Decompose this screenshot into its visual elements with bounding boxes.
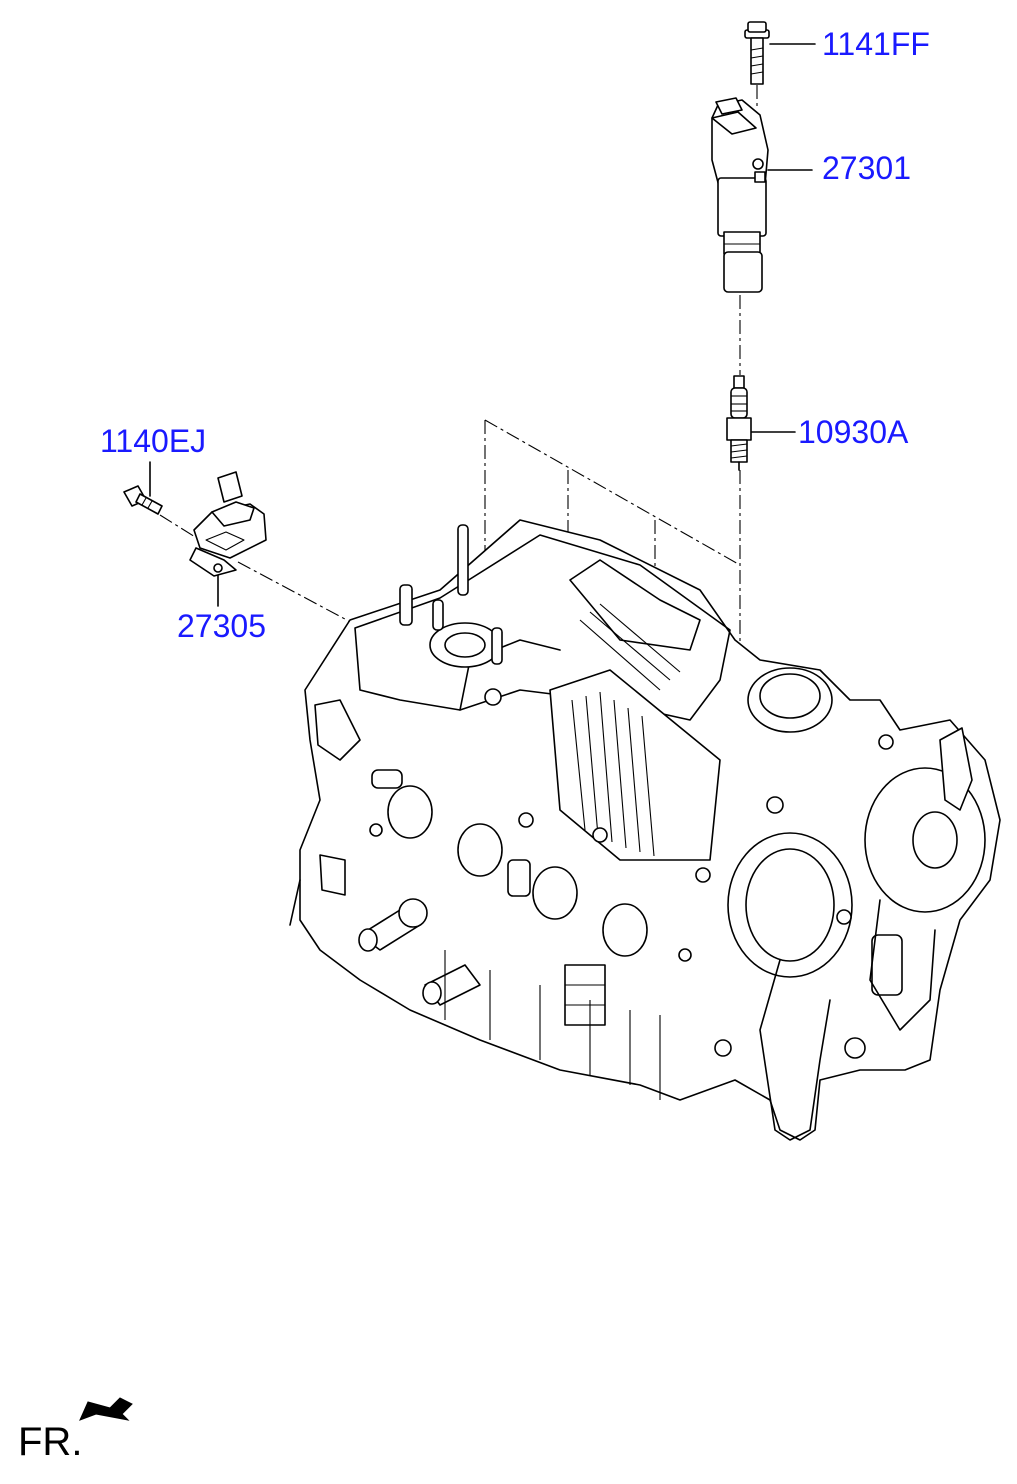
engine-block-icon bbox=[289, 519, 1001, 1141]
bolt-bracket-icon bbox=[123, 485, 163, 515]
part-label-1140ej[interactable]: 1140EJ bbox=[100, 423, 207, 459]
bolt-top-icon bbox=[744, 21, 770, 85]
part-label-27301[interactable]: 27301 bbox=[822, 150, 911, 186]
front-direction-label: FR. bbox=[18, 1420, 83, 1464]
spark-plug-icon bbox=[726, 375, 752, 471]
coil-bracket-icon bbox=[189, 471, 267, 577]
leader-lines bbox=[149, 43, 816, 607]
part-label-10930a[interactable]: 10930A bbox=[798, 414, 909, 450]
part-label-1141ff[interactable]: 1141FF bbox=[822, 26, 930, 62]
part-label-27305[interactable]: 27305 bbox=[177, 608, 266, 644]
ignition-coil-icon bbox=[711, 97, 769, 293]
front-arrow-icon bbox=[79, 1397, 133, 1421]
